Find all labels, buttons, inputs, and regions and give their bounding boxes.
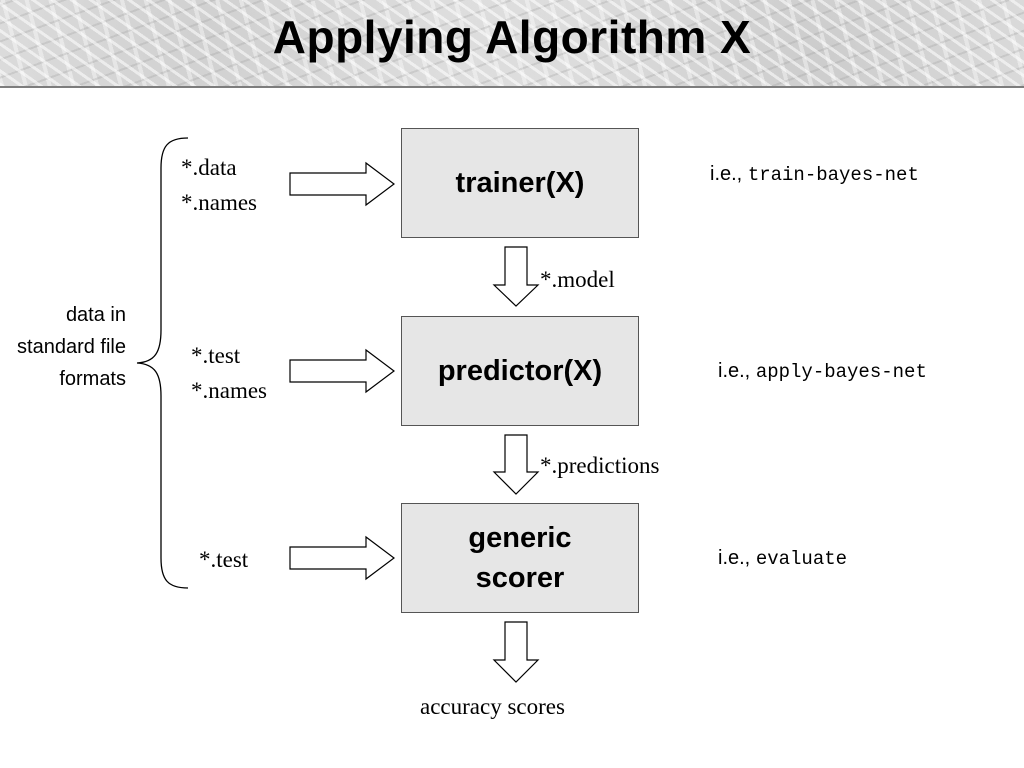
example-trainer: i.e., train-bayes-net (710, 163, 919, 186)
input-label: *.names (191, 378, 268, 403)
input-arrow-predictor (289, 348, 395, 394)
scorer-label-line2: scorer (475, 562, 565, 594)
input-label: *.data (181, 155, 237, 180)
example-prefix: i.e., (718, 360, 751, 382)
example-prefix: i.e., (710, 163, 743, 185)
scorer-label-line1: generic (468, 522, 572, 554)
predictor-box: predictor(X) (401, 316, 639, 426)
side-label: data in standard file formats (17, 304, 126, 390)
example-prefix: i.e., (718, 547, 751, 569)
input-label: *.test (191, 343, 241, 368)
input-label: *.names (181, 190, 258, 215)
example-scorer: i.e., evaluate (718, 547, 847, 570)
model-label: *.model (540, 267, 615, 292)
trainer-label: trainer(X) (455, 167, 585, 199)
predictor-label: predictor(X) (437, 355, 603, 387)
input-labels-scorer: *.test (199, 542, 248, 577)
trainer-box: trainer(X) (401, 128, 639, 238)
example-command: evaluate (755, 548, 848, 570)
input-label: *.test (199, 547, 249, 572)
down-arrow-predictions (492, 434, 540, 495)
slide-title: Applying Algorithm X (272, 11, 752, 63)
down-arrow-model (492, 246, 540, 307)
input-labels-predictor: *.test *.names (191, 338, 267, 408)
title-banner (0, 0, 1024, 88)
input-labels-trainer: *.data *.names (181, 150, 257, 220)
scorer-box: generic scorer (401, 503, 639, 613)
curly-brace (136, 137, 189, 589)
input-arrow-scorer (289, 535, 395, 581)
output-label: accuracy scores (420, 694, 565, 719)
example-command: apply-bayes-net (755, 361, 927, 383)
example-predictor: i.e., apply-bayes-net (718, 360, 927, 383)
predictions-label: *.predictions (540, 453, 660, 478)
down-arrow-output (492, 621, 540, 683)
example-command: train-bayes-net (747, 164, 919, 186)
input-arrow-trainer (289, 161, 395, 207)
